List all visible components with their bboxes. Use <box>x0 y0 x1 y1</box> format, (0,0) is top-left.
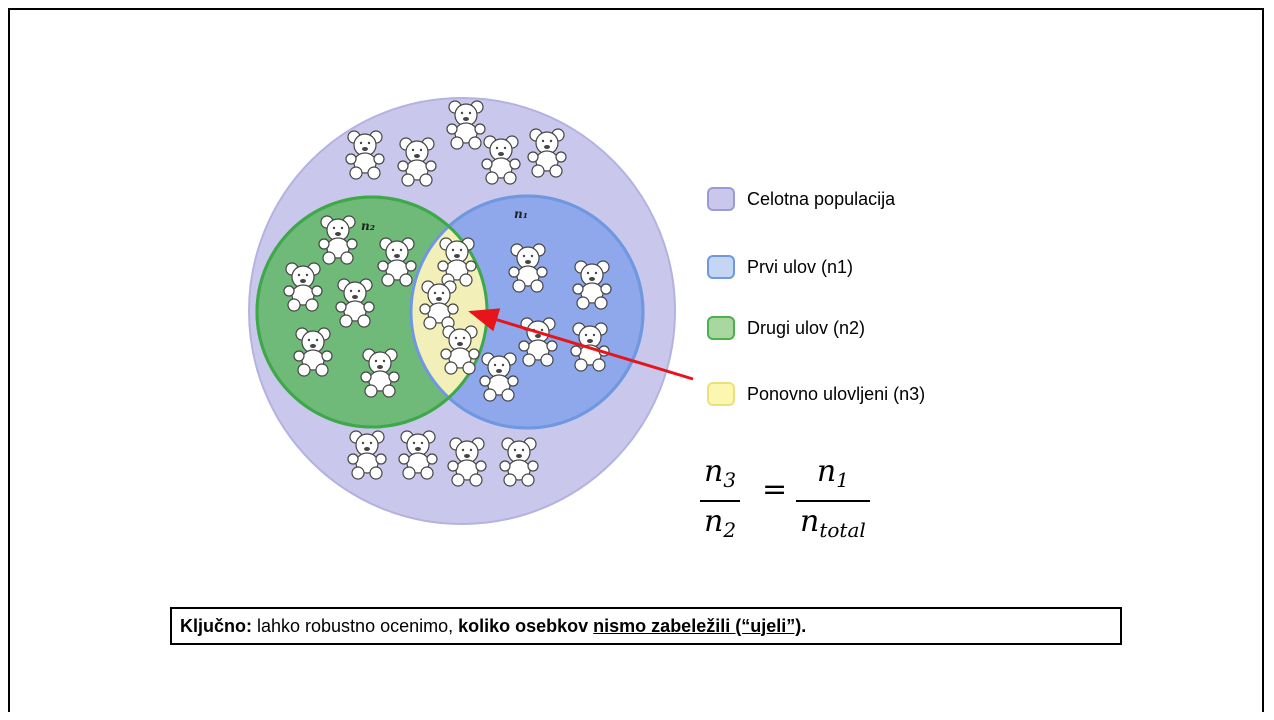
legend-swatch-catch1 <box>707 255 735 279</box>
teddy-bear-icon <box>447 437 487 487</box>
teddy-bear-icon <box>572 260 612 310</box>
teddy-bear-icon <box>377 237 417 287</box>
teddy-bear-icon <box>419 280 459 330</box>
key-takeaway-box: Ključno: lahko robustno ocenimo, koliko … <box>170 607 1122 645</box>
legend-item-catch1: Prvi ulov (n1) <box>707 252 853 282</box>
teddy-bear-icon <box>347 430 387 480</box>
legend-label-population: Celotna populacija <box>747 188 896 209</box>
label-n1: n₁ <box>514 207 528 221</box>
formula-left-fraction: n3 n2 <box>700 452 741 550</box>
teddy-bear-icon <box>518 317 558 367</box>
legend-swatch-catch2 <box>707 316 735 340</box>
teddy-bear-icon <box>397 137 437 187</box>
teddy-bear-icon <box>527 128 567 178</box>
key-end: . <box>801 615 807 636</box>
key-bold-text: koliko osebkov <box>458 615 594 636</box>
key-lead: Ključno: <box>180 615 252 636</box>
label-n2: n₂ <box>361 219 375 233</box>
legend-label-recaptured: Ponovno ulovljeni (n3) <box>747 383 926 404</box>
key-text: lahko robustno ocenimo, <box>252 615 459 636</box>
catch1-outline <box>409 194 645 430</box>
key-underlined-text: nismo zabeležili (“ujeli”) <box>593 615 802 636</box>
teddy-bear-icon <box>283 262 323 312</box>
legend-item-population: Celotna populacija <box>707 184 895 214</box>
pointer-arrow <box>468 308 694 381</box>
legend-swatch-population <box>707 187 735 211</box>
legend-swatch-recaptured <box>707 382 735 406</box>
teddy-bear-icon <box>293 327 333 377</box>
teddy-bear-icon <box>437 237 477 287</box>
legend-item-catch2: Drugi ulov (n2) <box>707 313 865 343</box>
formula-equals: = <box>762 472 788 507</box>
teddy-bear-icon <box>345 130 385 180</box>
legend-item-recaptured: Ponovno ulovljeni (n3) <box>707 379 925 409</box>
teddy-bear-icon <box>446 100 486 150</box>
legend-label-catch2: Drugi ulov (n2) <box>747 317 866 338</box>
slide-frame <box>8 8 1264 712</box>
formula-right-fraction: n1 ntotal <box>796 452 870 550</box>
teddy-bear-icon <box>479 352 519 402</box>
teddy-bear-icon <box>398 430 438 480</box>
teddy-bear-icon <box>481 135 521 185</box>
teddy-bear-icon <box>318 215 358 265</box>
teddy-bear-icon <box>335 278 375 328</box>
teddy-bear-icon <box>440 325 480 375</box>
teddy-bear-icon <box>360 348 400 398</box>
teddy-bear-icon <box>499 437 539 487</box>
legend-label-catch1: Prvi ulov (n1) <box>747 256 854 277</box>
teddy-bear-icon <box>508 243 548 293</box>
